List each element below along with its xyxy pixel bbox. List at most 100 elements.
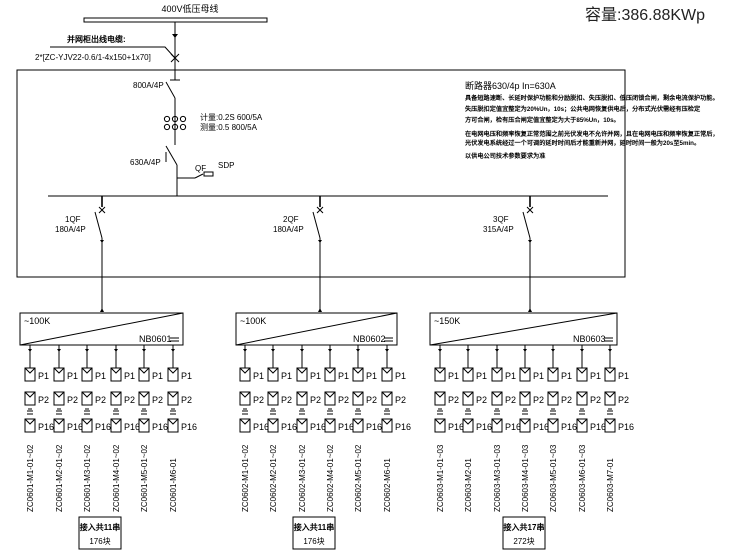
panel-label: P2 [505,395,516,405]
arrow-icon [580,349,584,352]
current-transformer-icon [163,115,187,131]
continuation-dots-icon [27,408,33,415]
feeder-breaker-switch [522,211,531,239]
pv-panel-icon [53,367,65,382]
pv-panel-mark [547,367,559,374]
pv-panel-icon [576,418,588,433]
note-line: 具备短路速断、长延时保护功能和分励脱扣、失压脱扣、低压闭锁合闸，剩余电流保护功能… [464,94,719,102]
pv-panel-icon [381,367,393,382]
pv-panel-icon [110,367,122,382]
arrow-icon [114,349,118,352]
pv-panel-mark [462,418,474,425]
panel-label: P1 [281,371,292,381]
arrow-icon [318,308,322,312]
panel-label: P1 [38,371,49,381]
pv-panel-mark [296,367,308,374]
pv-panel-icon [138,367,150,382]
pv-panel-mark [381,418,393,425]
pv-panel-mark [110,418,122,425]
panel-label: P16 [181,422,197,432]
pv-panel-mark [519,367,531,374]
panel-label: P1 [590,371,601,381]
arrow-icon [142,349,146,352]
breaker-rating: 180A/4P [55,225,86,234]
continuation-dots-icon [84,408,90,415]
panel-label: P2 [561,395,572,405]
panel-label: P1 [95,371,106,381]
pv-panel-mark [239,418,251,425]
arrow-icon [100,308,104,312]
inverter-diagonal [235,312,398,346]
arrow-icon [356,349,360,352]
pv-panel-icon [519,367,531,382]
panel-label: P2 [253,395,264,405]
pv-panel-icon [267,418,279,433]
pv-panel-icon [239,418,251,433]
pv-panel-icon [434,418,446,433]
arrow-icon [243,349,247,352]
disconnect-x-icon [526,206,534,214]
pv-panel-mark [519,391,531,398]
continuation-dots-icon [355,408,361,415]
panel-label: P16 [366,422,382,432]
note-line: 方可合闸，检有压合闸定值宜整定为大于85%Un，10s。 [465,116,620,124]
grid-breaker-switch [165,145,178,166]
string-id-label: ZC0602-M4-01~02 [326,444,335,512]
pv-panel-icon [519,391,531,406]
string-id-label: ZC0603-M3-01~03 [493,444,502,512]
panel-label: P1 [124,371,135,381]
pv-panel-icon [491,367,503,382]
string-id-label: ZC0602-M3-01~02 [298,444,307,512]
pv-panel-icon [324,418,336,433]
panel-label: P2 [67,395,78,405]
string-count: 接入共17串 [504,522,545,532]
pv-panel-mark [352,418,364,425]
note-line: 在电网电压和频率恢复正常范围之前光伏发电不允许并网，且在电网电压和频率恢复正常后… [465,130,719,138]
pv-panel-mark [267,391,279,398]
string-id-label: ZC0602-M2-01~02 [269,444,278,512]
string-id-label: ZC0603-M7-01 [606,458,615,512]
arrow-icon [57,349,61,352]
string-count: 接入共11串 [294,522,334,532]
pv-panel-mark [81,367,93,374]
pv-panel-mark [381,367,393,374]
continuation-dots-icon [242,408,248,415]
continuation-dots-icon [579,408,585,415]
cable-spec: 2*[ZC-YJV22-0.6/1-4x150+1x70] [35,53,151,62]
pv-panel-mark [604,418,616,425]
pv-panel-mark [138,418,150,425]
pv-panel-mark [239,367,251,374]
pv-panel-icon [381,391,393,406]
panel-label: P1 [476,371,487,381]
panel-label: P16 [124,422,140,432]
continuation-dots-icon [522,408,528,415]
arrow-icon [300,349,304,352]
panel-label: P2 [618,395,629,405]
pv-panel-mark [324,418,336,425]
pv-panel-icon [167,418,179,433]
pv-panel-mark [576,367,588,374]
pv-panel-icon [352,391,364,406]
panel-label: P1 [395,371,406,381]
pv-panel-mark [576,391,588,398]
continuation-dots-icon [299,408,305,415]
string-id-label: ZC0603-M1-01~03 [436,444,445,512]
pv-panel-mark [491,391,503,398]
main-breaker-rating: 800A/4P [133,81,164,90]
panel-label: P16 [281,422,297,432]
pv-panel-icon [167,367,179,382]
pv-panel-mark [267,367,279,374]
pv-panel-mark [24,367,36,374]
panel-label: P16 [505,422,521,432]
pv-panel-icon [24,418,36,433]
continuation-dots-icon [56,408,62,415]
metering-ct: 计量:0.2S 600/5A [200,112,263,122]
pv-panel-icon [239,391,251,406]
arrow-icon [328,349,332,352]
panel-label: P1 [181,371,192,381]
panel-label: P16 [67,422,83,432]
